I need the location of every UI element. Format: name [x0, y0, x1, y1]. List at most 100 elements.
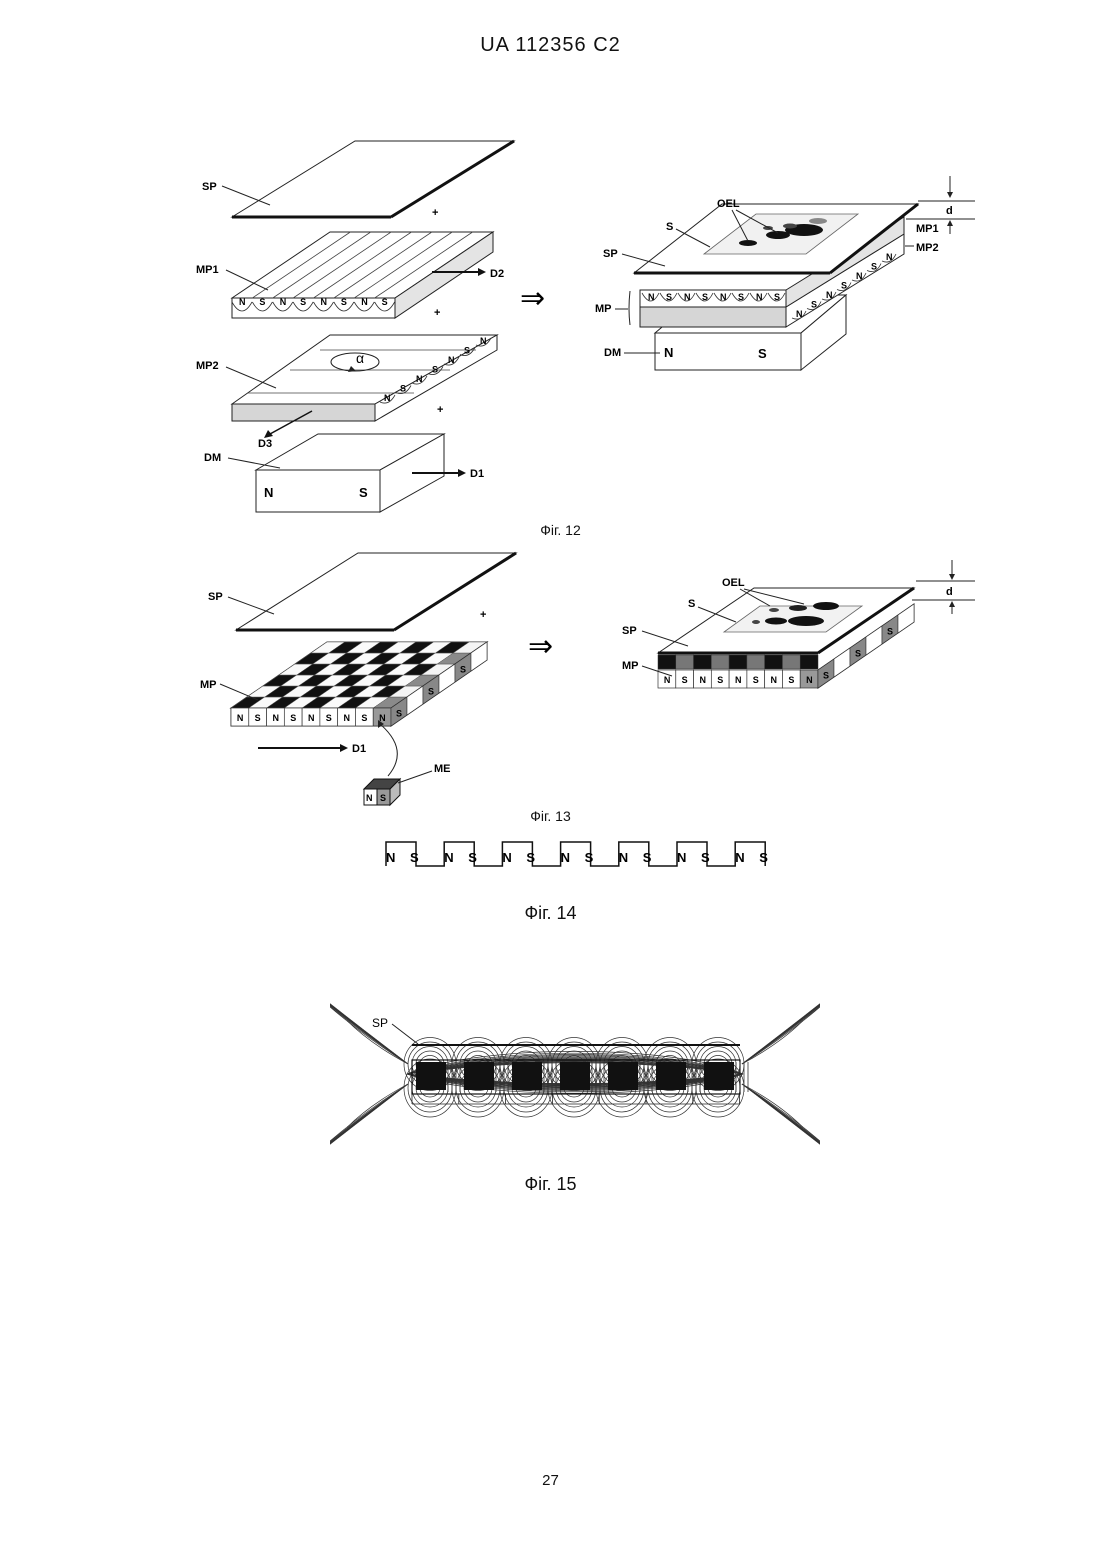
fig12-mp2-pole: N	[384, 393, 391, 403]
figure-14: NSNSNSNSNSNSNS	[0, 832, 1101, 892]
fig13-d1-label: D1	[352, 743, 366, 755]
fig13-right-mp-side-pole: S	[855, 649, 861, 659]
fig12-plus-3: +	[437, 404, 443, 416]
document-id: UA 112356 C2	[0, 34, 1101, 57]
fig14-caption: Фіг. 14	[0, 903, 1101, 924]
fig15-field-line	[117, 1084, 408, 1166]
fig15-field-line	[270, 954, 408, 1064]
fig13-right-mp-side-cell	[866, 626, 882, 655]
fig13-right-s-label: S	[688, 598, 695, 610]
fig15-magnet-pole	[416, 1062, 446, 1090]
fig12-right-mp1-pole: S	[774, 292, 780, 302]
fig15-magnet-pole	[656, 1062, 686, 1090]
fig12-mp1-pole: N	[361, 297, 368, 307]
fig15-magnet-pole	[512, 1062, 542, 1090]
fig12-right-mp2-pole: S	[841, 281, 847, 291]
fig15-field-line	[2, 1084, 408, 1166]
fig15-field-line	[742, 1084, 1072, 1166]
fig12-right-mp2-pole: N	[886, 252, 893, 262]
fig12-right-dm-n: N	[664, 345, 673, 360]
fig13-right-mp-front-pole: N	[699, 675, 706, 685]
fig12-caption: Фіг. 12	[0, 522, 1101, 538]
fig12-right-d-label: d	[946, 205, 953, 217]
fig13-plus: +	[480, 609, 486, 621]
fig15-sp-label: SP	[372, 1016, 388, 1030]
fig13-right-sp-label: SP	[622, 625, 637, 637]
fig12-mp1-pole: S	[341, 297, 347, 307]
fig13-right-mp-front-pole: S	[753, 675, 759, 685]
fig13-right-oel-label: OEL	[722, 577, 745, 589]
fig12-mp2-block: NSNSNSN	[232, 335, 497, 421]
fig13-right-edge-cell	[765, 655, 783, 669]
fig13-right-mp-side-cell	[834, 648, 850, 677]
fig12-right-mp1-pole: S	[702, 292, 708, 302]
fig12-sp-plate	[232, 141, 514, 217]
fig15-field-line	[742, 936, 1072, 1064]
fig15-field-line	[742, 936, 1033, 1064]
fig12-right-mp1-pole: S	[738, 292, 744, 302]
fig14-pole-s: S	[759, 850, 768, 865]
fig15-field-line	[742, 936, 995, 1064]
fig13-mp-front-pole: S	[326, 713, 332, 723]
fig12-mp2-pole: S	[400, 384, 406, 394]
fig15-field-line	[194, 1084, 408, 1166]
fig13-mp-side-pole: S	[460, 665, 466, 675]
fig12-d2-label: D2	[490, 268, 504, 280]
fig12-dm-s: S	[359, 485, 368, 500]
fig13-mp-front-pole: S	[290, 713, 296, 723]
fig13-right-edge-cell	[747, 655, 765, 669]
fig12-plus-1: +	[432, 207, 438, 219]
fig12-right-mp1-pole: N	[756, 292, 763, 302]
fig13-mp-side-pole: S	[396, 709, 402, 719]
fig13-assembled-stack: NSNSNSNSN SSS	[658, 588, 914, 688]
fig12-mp2-pole: S	[464, 346, 470, 356]
fig13-right-mp-front-pole: N	[806, 675, 813, 685]
figure-13: SP + NSNSNSNSN SSS MP D1 N S ME ⇒ NSNSNS…	[0, 540, 1101, 808]
fig12-mp2-label: MP2	[196, 360, 219, 372]
fig15-magnet-pole	[560, 1062, 590, 1090]
fig13-mp-front-pole: N	[308, 713, 315, 723]
fig15-field-line	[742, 1084, 918, 1166]
fig14-pole-s: S	[468, 850, 477, 865]
fig15-field-line	[742, 1084, 995, 1166]
fig13-me-s: S	[380, 793, 386, 803]
fig15-field-line	[742, 1084, 1033, 1166]
fig12-dm-label: DM	[204, 452, 221, 464]
fig13-right-mp-front-pole: S	[788, 675, 794, 685]
fig13-right-edge-cell	[800, 655, 818, 669]
fig15-field-line	[117, 936, 408, 1064]
fig12-right-mp1-pole: N	[684, 292, 691, 302]
fig12-right-mp2-pole: S	[871, 262, 877, 272]
fig15-magnet-pole	[608, 1062, 638, 1090]
fig14-pole-s: S	[585, 850, 594, 865]
fig13-right-edge-cell	[711, 655, 729, 669]
fig15-field-line	[742, 936, 1101, 1064]
fig13-right-edge-cell	[658, 655, 676, 669]
fig12-d3-label: D3	[258, 438, 272, 450]
fig12-mp2-pole: N	[448, 355, 455, 365]
fig15-field-line	[78, 936, 408, 1064]
fig13-right-mp-front-pole: S	[682, 675, 688, 685]
fig12-right-oel-label: OEL	[717, 198, 740, 210]
fig12-mp1-pole: S	[259, 297, 265, 307]
fig12-right-mp-label: MP	[595, 303, 612, 315]
fig15-field-line	[742, 936, 1101, 1064]
fig13-mp-front-pole: S	[361, 713, 367, 723]
fig13-me-label: ME	[434, 763, 451, 775]
fig13-mp-block: NSNSNSNSN SSS	[231, 642, 487, 726]
fig13-caption: Фіг. 13	[0, 808, 1101, 824]
fig13-right-edge-cell	[729, 655, 747, 669]
fig12-d1-label: D1	[470, 468, 484, 480]
fig12-mp1-pole: N	[280, 297, 287, 307]
fig12-mp2-pole: N	[480, 336, 487, 346]
page-number: 27	[0, 1472, 1101, 1489]
fig15-field-line	[2, 936, 408, 1064]
fig14-pole-s: S	[410, 850, 419, 865]
fig12-mp2-pole: S	[432, 365, 438, 375]
fig13-mp-front-pole: N	[344, 713, 351, 723]
fig13-right-edge-cell	[676, 655, 694, 669]
fig12-mp1-pole: N	[239, 297, 246, 307]
fig13-right-edge-cell	[782, 655, 800, 669]
fig15-field-line	[155, 936, 408, 1064]
fig14-pole-n: N	[444, 850, 453, 865]
